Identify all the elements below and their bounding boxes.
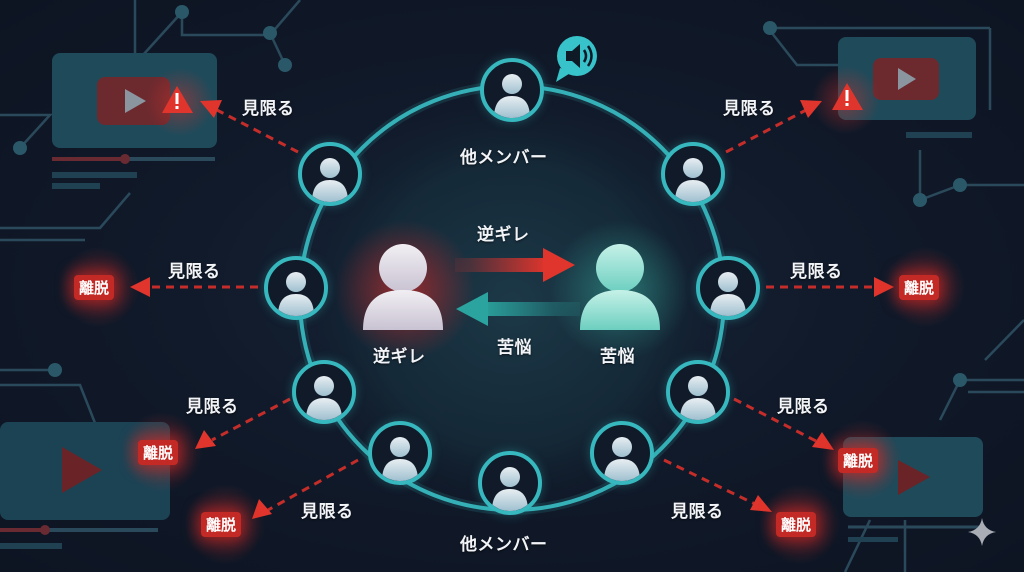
abandon-label-right: 見限る [790, 262, 843, 282]
arrow-left-teal [456, 292, 580, 326]
person-icon [382, 437, 418, 481]
person-angry-icon [363, 244, 443, 330]
person-icon [675, 158, 711, 202]
person-icon [494, 74, 530, 118]
exit-badge-bottom-right: 離脱 [776, 512, 817, 537]
member-node-lower-left[interactable] [292, 360, 356, 424]
warning-icon-right [832, 83, 863, 110]
person-icon [306, 376, 342, 420]
top-member-label: 他メンバー [460, 148, 548, 168]
exit-badge-left: 離脱 [74, 275, 115, 300]
abandon-label-left: 見限る [168, 262, 221, 282]
member-node-right[interactable] [696, 256, 760, 320]
member-node-upper-right[interactable] [661, 142, 725, 206]
arrow-right-label: 逆ギレ [477, 225, 530, 245]
exit-badge-lower-right: 離脱 [838, 448, 879, 473]
person-icon [604, 437, 640, 481]
member-node-upper-left[interactable] [298, 142, 362, 206]
circuit-nodes [13, 5, 967, 387]
abandon-arrows [150, 107, 875, 512]
person-icon [680, 376, 716, 420]
arrow-left-label: 苦悩 [497, 338, 532, 358]
angry-person-label: 逆ギレ [373, 347, 426, 367]
person-icon [312, 158, 348, 202]
exit-badge-right: 離脱 [899, 275, 940, 300]
arrow-right-red [455, 248, 575, 282]
exit-badge-lower-left: 離脱 [138, 440, 179, 465]
bottom-member-label: 他メンバー [460, 535, 548, 555]
abandon-label-bottom-right: 見限る [671, 502, 724, 522]
sparkle-icon [968, 518, 996, 546]
abandon-label-lower-left: 見限る [186, 397, 239, 417]
suffering-person-label: 苦悩 [600, 347, 635, 367]
person-icon [492, 467, 528, 511]
person-icon [710, 272, 746, 316]
member-node-top[interactable] [480, 58, 544, 122]
person-suffering-icon [580, 244, 660, 330]
member-node-lower-right[interactable] [666, 360, 730, 424]
member-node-left[interactable] [264, 256, 328, 320]
member-node-bottom-left[interactable] [368, 421, 432, 485]
abandon-label-upper-right: 見限る [723, 99, 776, 119]
member-node-bottom[interactable] [478, 451, 542, 515]
abandon-arrowheads [130, 100, 894, 519]
warning-icon-left [162, 86, 193, 113]
abandon-label-lower-right: 見限る [777, 397, 830, 417]
person-icon [278, 272, 314, 316]
member-node-bottom-right[interactable] [590, 421, 654, 485]
exit-badge-bottom-left: 離脱 [201, 512, 242, 537]
abandon-label-bottom-left: 見限る [301, 502, 354, 522]
speaker-bubble-icon [556, 36, 597, 82]
abandon-label-upper-left: 見限る [242, 99, 295, 119]
